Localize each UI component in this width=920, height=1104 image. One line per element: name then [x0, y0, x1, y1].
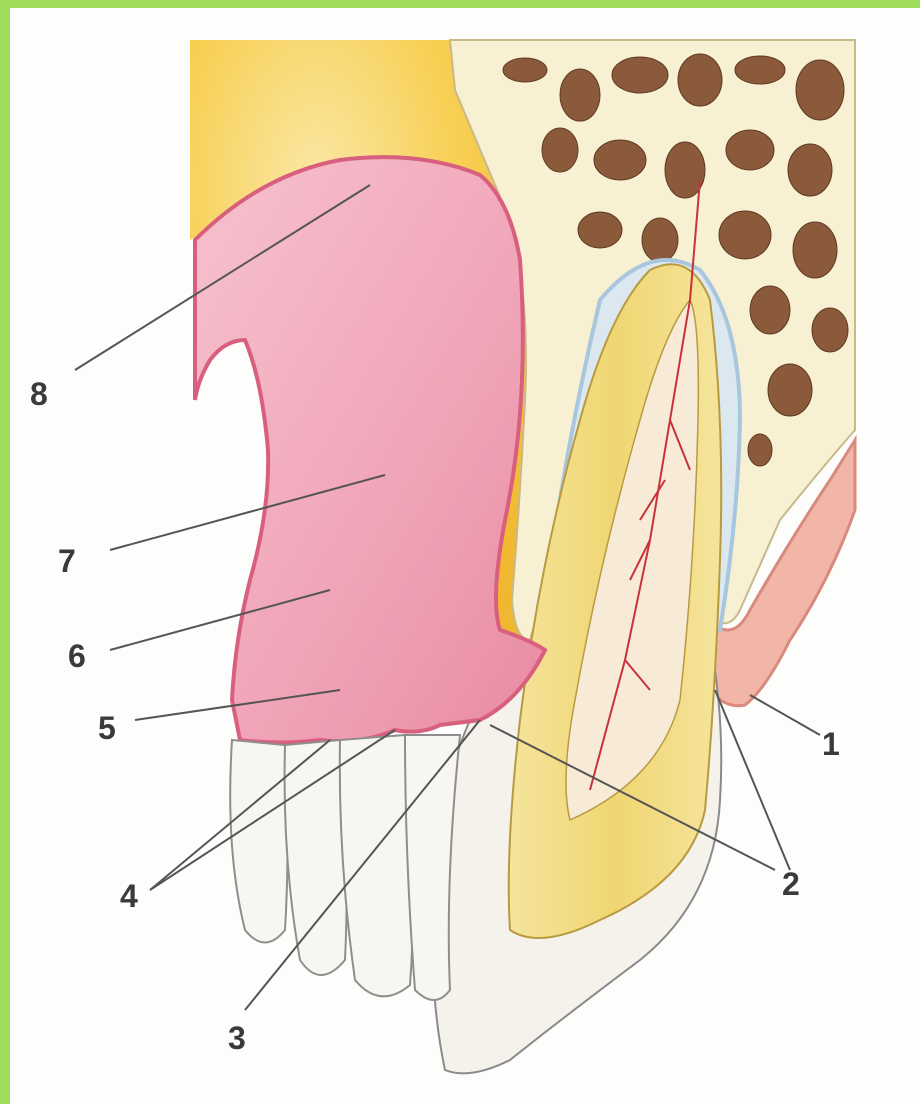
label-1: 1	[822, 728, 840, 760]
attached-gingiva-mucosa	[195, 157, 545, 742]
label-8: 8	[30, 378, 48, 410]
label-7: 7	[58, 545, 76, 577]
label-2: 2	[782, 868, 800, 900]
label-3: 3	[228, 1022, 246, 1054]
label-4: 4	[120, 880, 138, 912]
label-6: 6	[68, 640, 86, 672]
label-5: 5	[98, 712, 116, 744]
anterior-teeth	[230, 735, 460, 1000]
